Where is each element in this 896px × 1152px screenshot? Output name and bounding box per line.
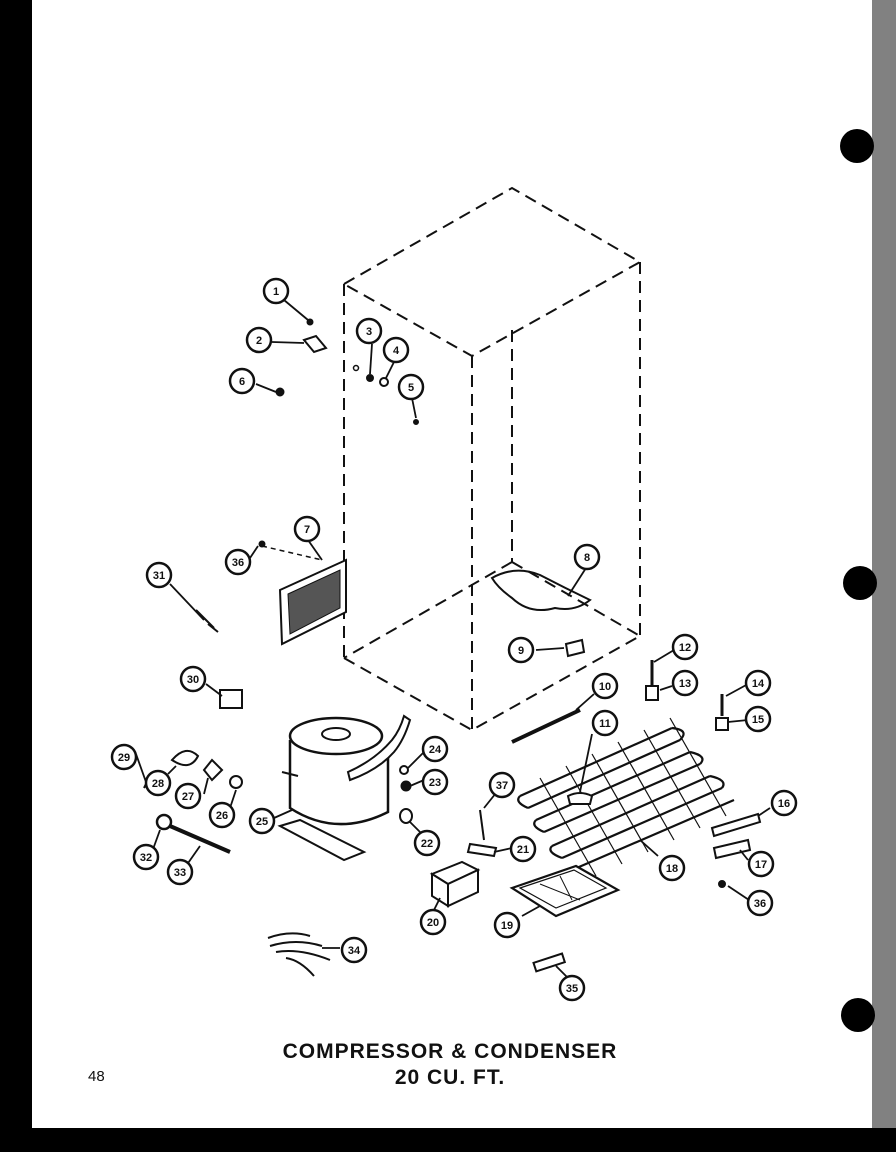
mounting-bracket <box>429 860 481 908</box>
callout-29: 29 <box>110 743 138 771</box>
callout-19: 19 <box>493 911 521 939</box>
page-number: 48 <box>88 1068 105 1085</box>
condenser-coil <box>517 717 735 877</box>
callout-21: 21 <box>509 835 537 863</box>
callout-1: 1 <box>262 277 290 305</box>
callout-7: 7 <box>293 515 321 543</box>
callout-label: 30 <box>187 674 199 686</box>
callout-label: 12 <box>679 642 691 654</box>
callout-label: 20 <box>427 917 439 929</box>
callout-label: 19 <box>501 920 513 932</box>
scan-border-left <box>0 0 32 1152</box>
callout-5: 5 <box>397 373 425 401</box>
callout-3: 3 <box>355 317 383 345</box>
callout-label: 28 <box>152 778 164 790</box>
callout-4: 4 <box>382 336 410 364</box>
binder-hole-bottom <box>841 998 875 1032</box>
callout-label: 33 <box>174 867 186 879</box>
callout-11: 11 <box>591 709 619 737</box>
callout-label: 35 <box>566 983 578 995</box>
callout-label: 15 <box>752 714 764 726</box>
diagram-subtitle: 20 CU. FT. <box>394 1066 506 1089</box>
callout-label: 36 <box>754 898 766 910</box>
callout-8: 8 <box>573 543 601 571</box>
callout-label: 37 <box>496 780 508 792</box>
callout-24: 24 <box>421 735 449 763</box>
callout-17: 17 <box>747 850 775 878</box>
access-cover-panel <box>261 545 347 646</box>
callout-label: 11 <box>599 718 611 730</box>
callout-34: 34 <box>340 936 368 964</box>
callout-label: 8 <box>584 552 590 564</box>
cabinet-outline <box>341 186 643 732</box>
callout-label: 22 <box>421 838 433 850</box>
callout-25: 25 <box>248 807 276 835</box>
callout-30: 30 <box>179 665 207 693</box>
callout-label: 31 <box>153 570 165 582</box>
callout-label: 26 <box>216 810 228 822</box>
callout-label: 4 <box>393 345 400 357</box>
callout-9: 9 <box>507 636 535 664</box>
callout-label: 17 <box>755 859 767 871</box>
callout-23: 23 <box>421 768 449 796</box>
callout-33: 33 <box>166 858 194 886</box>
callout-28: 28 <box>144 769 172 797</box>
compressor <box>277 714 412 862</box>
callout-6: 6 <box>228 367 256 395</box>
callout-18: 18 <box>658 854 686 882</box>
drain-pan <box>509 864 621 918</box>
callout-label: 2 <box>256 335 262 347</box>
callout-12: 12 <box>671 633 699 661</box>
diagram-title: COMPRESSOR & CONDENSER <box>282 1040 618 1063</box>
callout-37: 37 <box>488 771 516 799</box>
callout-label: 3 <box>366 326 372 338</box>
callout-31: 31 <box>145 561 173 589</box>
callout-16: 16 <box>770 789 798 817</box>
callout-13: 13 <box>671 669 699 697</box>
callout-label: 10 <box>599 681 611 693</box>
callout-26: 26 <box>208 801 236 829</box>
callout-label: 36 <box>232 557 244 569</box>
small-parts <box>143 318 762 977</box>
binder-hole-top <box>840 129 874 163</box>
callout-label: 27 <box>182 791 194 803</box>
callout-14: 14 <box>744 669 772 697</box>
callout-32: 32 <box>132 843 160 871</box>
callout-label: 25 <box>256 816 268 828</box>
callout-label: 6 <box>239 376 245 388</box>
callout-label: 34 <box>348 945 361 957</box>
callout-label: 18 <box>666 863 678 875</box>
callout-label: 7 <box>304 524 310 536</box>
callout-36: 36 <box>224 548 252 576</box>
callout-2: 2 <box>245 326 273 354</box>
callout-label: 24 <box>429 744 442 756</box>
callout-10: 10 <box>591 672 619 700</box>
callout-label: 13 <box>679 678 691 690</box>
callout-label: 16 <box>778 798 790 810</box>
binder-hole-middle <box>843 566 877 600</box>
callout-15: 15 <box>744 705 772 733</box>
callout-36: 36 <box>746 889 774 917</box>
callout-20: 20 <box>419 908 447 936</box>
callout-label: 1 <box>273 286 279 298</box>
callout-label: 9 <box>518 645 524 657</box>
callout-35: 35 <box>558 974 586 1002</box>
scan-border-right <box>872 0 896 1128</box>
scan-border-bottom <box>0 1128 896 1152</box>
insulation-patch <box>490 569 592 611</box>
callout-label: 23 <box>429 777 441 789</box>
callout-label: 29 <box>118 752 130 764</box>
callout-27: 27 <box>174 782 202 810</box>
callout-22: 22 <box>413 829 441 857</box>
callout-label: 21 <box>517 844 529 856</box>
callout-label: 5 <box>408 382 414 394</box>
callout-label: 14 <box>752 678 765 690</box>
callout-label: 32 <box>140 852 152 864</box>
